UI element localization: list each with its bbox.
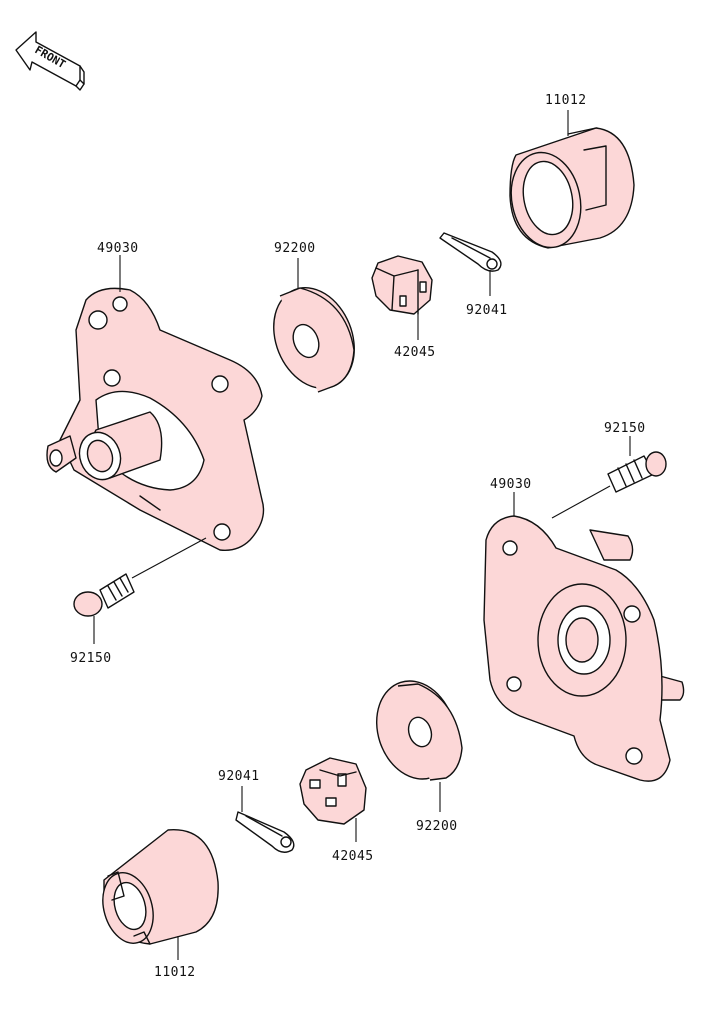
label-hub-left: 49030 <box>97 241 139 256</box>
label-nut-upper: 42045 <box>394 345 436 360</box>
cotter-pin-upper[interactable]: 92041 <box>439 232 508 318</box>
hub-left[interactable]: 49030 <box>46 241 265 551</box>
label-washer-lower: 92200 <box>416 819 458 834</box>
label-cap-lower: 11012 <box>154 965 196 980</box>
cotter-pin-lower[interactable]: 92041 <box>218 769 295 853</box>
washer-upper[interactable]: 92200 <box>259 241 368 400</box>
nut-upper[interactable]: 42045 <box>371 255 436 360</box>
cap-upper[interactable]: 11012 <box>503 93 635 254</box>
label-cap-upper: 11012 <box>545 93 587 108</box>
nut-lower[interactable]: 42045 <box>299 757 374 864</box>
front-arrow-icon: FRONT <box>15 31 85 91</box>
washer-lower[interactable]: 92200 <box>364 671 467 834</box>
hub-right[interactable]: 49030 <box>483 477 685 782</box>
cap-lower[interactable]: 11012 <box>95 829 219 980</box>
stud-right[interactable]: 92150 <box>551 421 667 519</box>
label-stud-right: 92150 <box>604 421 646 436</box>
label-stud-left: 92150 <box>70 651 112 666</box>
label-washer-upper: 92200 <box>274 241 316 256</box>
label-nut-lower: 42045 <box>332 849 374 864</box>
label-cotter-pin-upper: 92041 <box>466 303 508 318</box>
label-cotter-pin-lower: 92041 <box>218 769 260 784</box>
stud-left[interactable]: 92150 <box>70 537 207 666</box>
label-hub-right: 49030 <box>490 477 532 492</box>
